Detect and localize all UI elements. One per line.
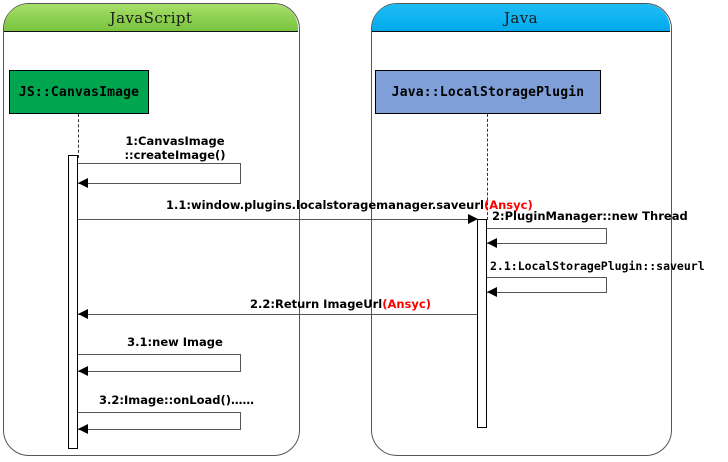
message-3-2-line-back	[78, 429, 241, 430]
message-3-1-line-out	[78, 354, 241, 355]
activation-bar-javascript	[68, 155, 78, 449]
message-label-3-1: 3.1:new Image	[127, 335, 223, 349]
message-label-1-line2: ::createImage()	[124, 148, 226, 162]
message-label-2: 2:PluginManager::new Thread	[492, 209, 688, 223]
message-3-2-arrowhead	[78, 424, 88, 434]
message-1-arrowhead	[78, 178, 88, 188]
message-2-arrowhead	[487, 238, 497, 248]
message-2-1-line-out	[487, 277, 607, 278]
message-label-1-1: 1.1:window.plugins.localstoragemanager.s…	[166, 198, 533, 212]
lifeline-java-localstorageplugin	[487, 114, 488, 220]
message-1-1-arrowhead	[468, 214, 478, 224]
participant-java-localstorageplugin[interactable]: Java::LocalStoragePlugin	[375, 70, 601, 114]
message-2-1-line-back	[487, 292, 607, 293]
message-2-1-arrowhead	[487, 287, 497, 297]
message-1-1-line	[78, 219, 474, 220]
message-label-1-1-text: 1.1:window.plugins.localstoragemanager.s…	[166, 198, 484, 212]
message-2-2-line	[78, 314, 477, 315]
message-2-1-line-vert	[606, 277, 607, 292]
message-2-2-arrowhead	[78, 309, 88, 319]
message-label-2-1: 2.1:LocalStoragePlugin::saveurl	[490, 259, 705, 273]
panel-java: Java	[371, 3, 672, 456]
message-2-line-back	[487, 243, 607, 244]
message-1-line-back	[78, 183, 241, 184]
message-1-line-out	[78, 163, 241, 164]
message-label-3-2: 3.2:Image::onLoad()……	[99, 393, 255, 407]
message-2-line-out	[487, 228, 607, 229]
message-3-2-line-vert	[240, 412, 241, 429]
message-3-1-arrowhead	[78, 366, 88, 376]
activation-bar-java	[477, 219, 487, 428]
message-label-2-2-async: (Ansyc)	[382, 297, 431, 311]
participant-js-canvasimage[interactable]: JS::CanvasImage	[9, 70, 149, 114]
message-3-1-line-back	[78, 371, 241, 372]
message-3-1-line-vert	[240, 354, 241, 371]
message-label-1-1-async: (Ansyc)	[483, 198, 533, 212]
lifeline-js-canvasimage	[78, 114, 79, 158]
message-2-line-vert	[606, 228, 607, 243]
message-3-2-line-out	[78, 412, 241, 413]
message-1-line-vert	[240, 163, 241, 183]
panel-java-title: Java	[372, 4, 670, 32]
message-label-2-2: 2.2:Return ImageUrl(Ansyc)	[250, 297, 431, 311]
message-label-2-2-text: 2.2:Return ImageUrl	[250, 297, 383, 311]
message-label-1-line1: 1:CanvasImage	[125, 134, 225, 148]
panel-javascript-title: JavaScript	[4, 4, 298, 32]
